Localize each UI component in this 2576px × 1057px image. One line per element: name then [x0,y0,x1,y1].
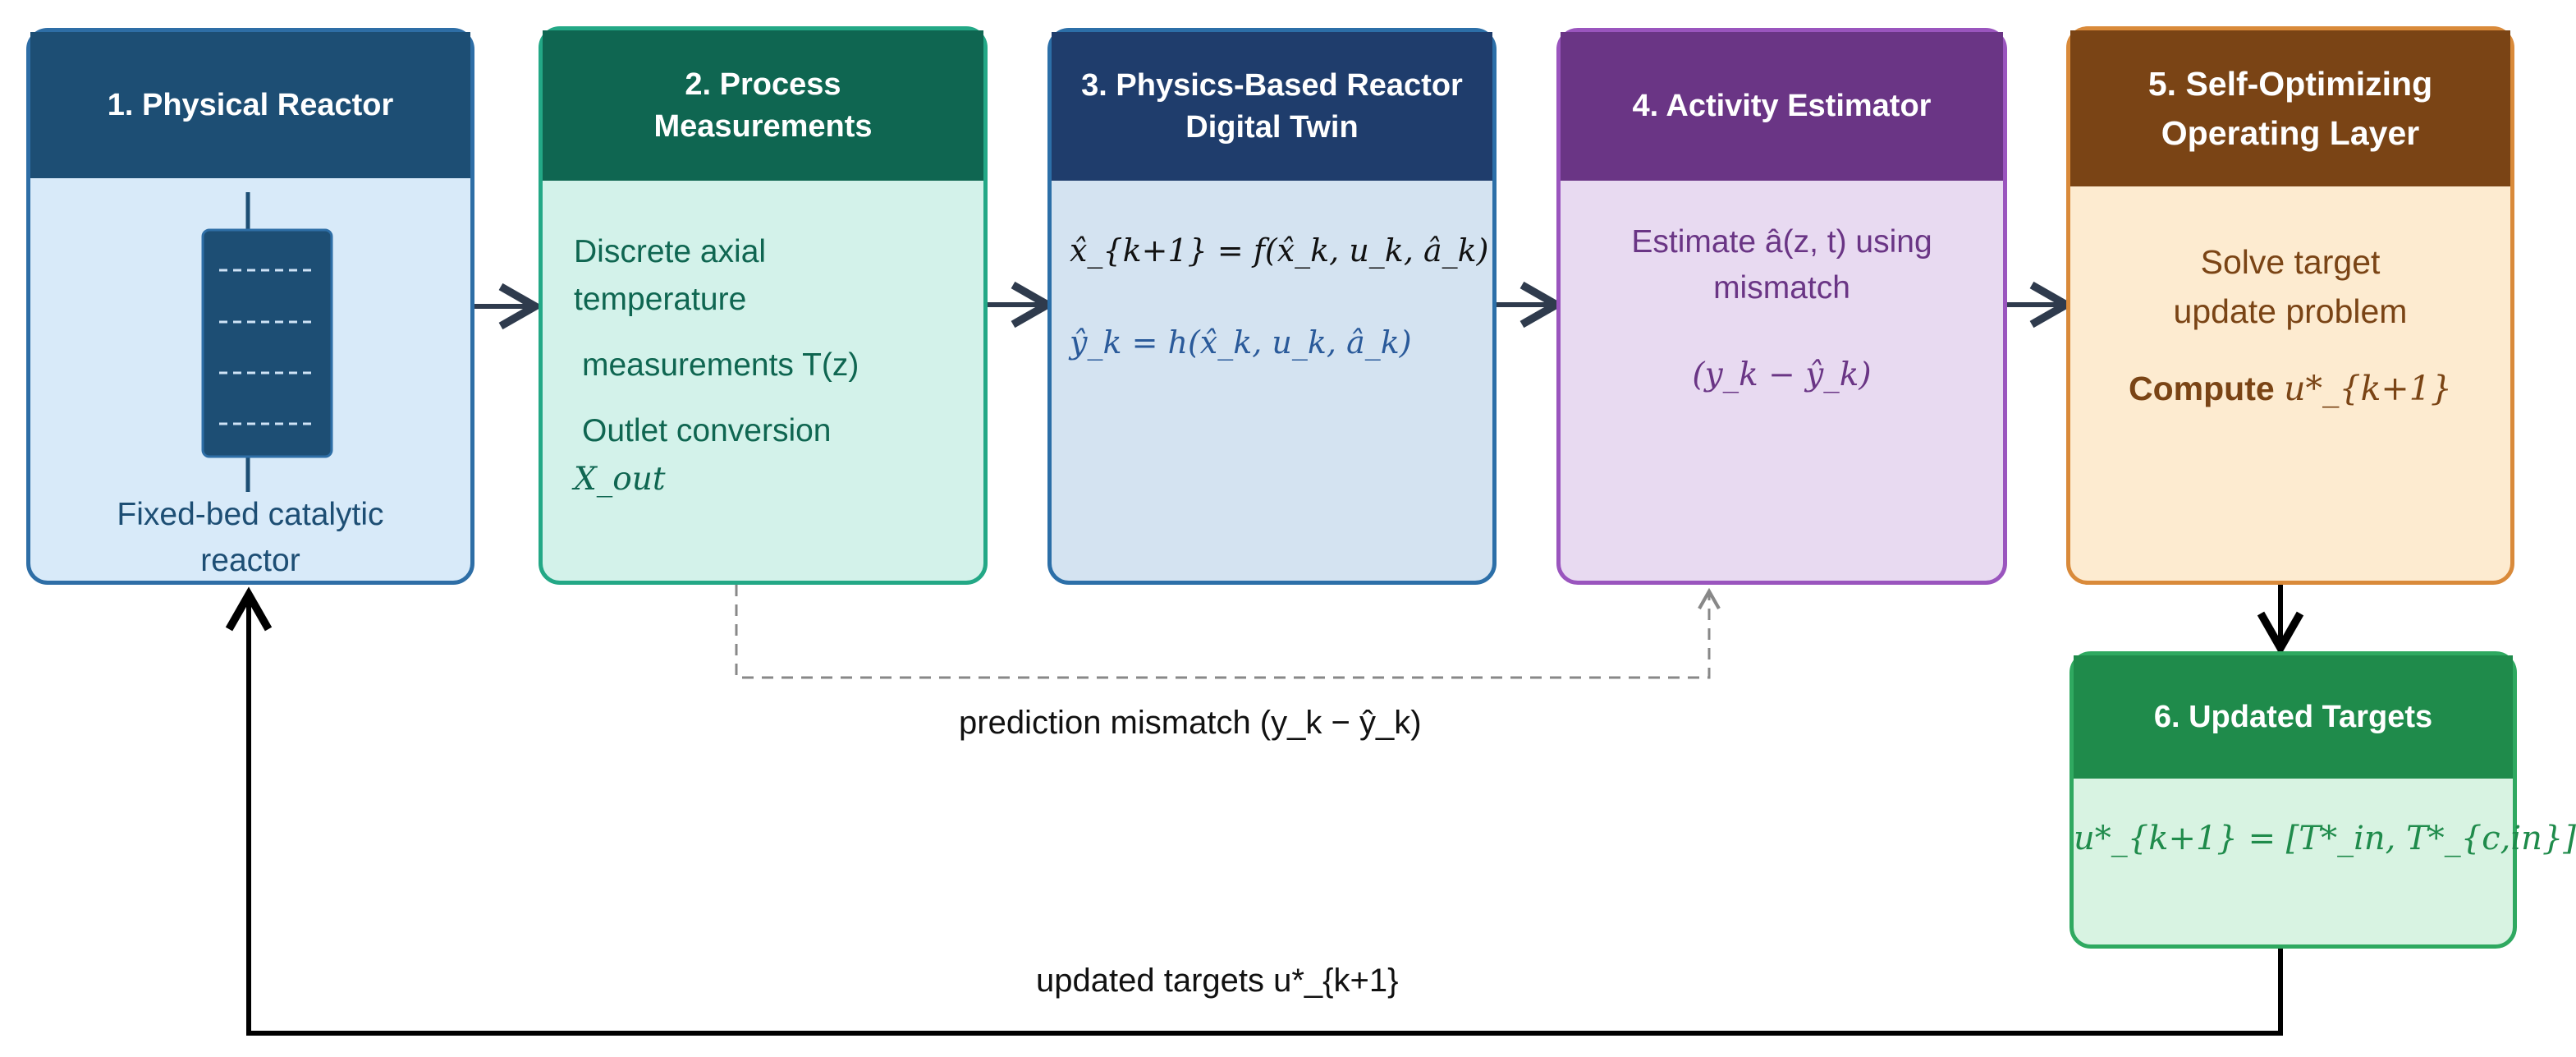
self-optimizing-box: 5. Self-Optimizing Operating Layer Solve… [2066,26,2514,585]
self-optimizing-title-2: Operating Layer [2161,114,2420,152]
compute-math: u*_{k+1} [2284,369,2452,408]
process-measurements-title-2: Measurements [653,108,873,144]
activity-estimator-title: 4. Activity Estimator [1632,89,1932,123]
physical-reactor-header: 1. Physical Reactor [30,32,470,178]
process-measurements-header: 2. Process Measurements [543,30,983,181]
process-measurements-text: Discrete axial temperature measurements … [574,234,859,498]
activity-estimator-header: 4. Activity Estimator [1561,32,2003,181]
updated-targets-box: 6. Updated Targets u*_{k+1} = [T*_in, T*… [2070,651,2576,949]
prediction-mismatch-label: prediction mismatch (y_k − ŷ_k) [959,705,1422,741]
activity-estimator-box: 4. Activity Estimator Estimate â(z, t) u… [1556,28,2007,585]
output-equation: ŷ_k = h(x̂_k, u_k, â_k) [1070,324,1412,361]
process-measurements-box: 2. Process Measurements Discrete axial t… [539,26,988,585]
digital-twin-title-1: 3. Physics-Based Reactor [1081,67,1463,103]
digital-twin-box: 3. Physics-Based Reactor Digital Twin x̂… [1047,28,1497,585]
activity-estimator-text: Estimate â(z, t) using mismatch (y_k − ŷ… [1631,224,1932,393]
digital-twin-title-2: Digital Twin [1185,109,1359,145]
updated-targets-title: 6. Updated Targets [2153,699,2433,734]
physical-reactor-caption: Fixed-bed catalytic reactor [117,497,384,578]
physical-reactor-box: 1. Physical Reactor Fixed-bed catalytic … [26,28,474,585]
self-optimizing-text: Solve target update problem Compute u*_{… [2129,243,2452,408]
dashed-mismatch-arrow [735,585,1721,679]
state-equation: x̂_{k+1} = f(x̂_k, u_k, â_k) [1070,232,1489,269]
feedback-arrow [225,586,2283,1036]
updated-targets-equation: u*_{k+1} = [T*_in, T*_{c,in}] [2074,820,2576,857]
self-optimizing-title-1: 5. Self-Optimizing [2147,65,2433,103]
compute-label: Compute [2129,370,2275,407]
digital-twin-header: 3. Physics-Based Reactor Digital Twin [1052,32,1492,181]
updated-targets-label: updated targets u*_{k+1} [1036,963,1399,999]
process-measurements-title-1: 2. Process [685,67,841,102]
self-optimizing-header: 5. Self-Optimizing Operating Layer [2070,30,2510,186]
reactor-icon [201,192,333,492]
physical-reactor-title: 1. Physical Reactor [107,87,394,122]
updated-targets-header: 6. Updated Targets [2074,655,2513,779]
